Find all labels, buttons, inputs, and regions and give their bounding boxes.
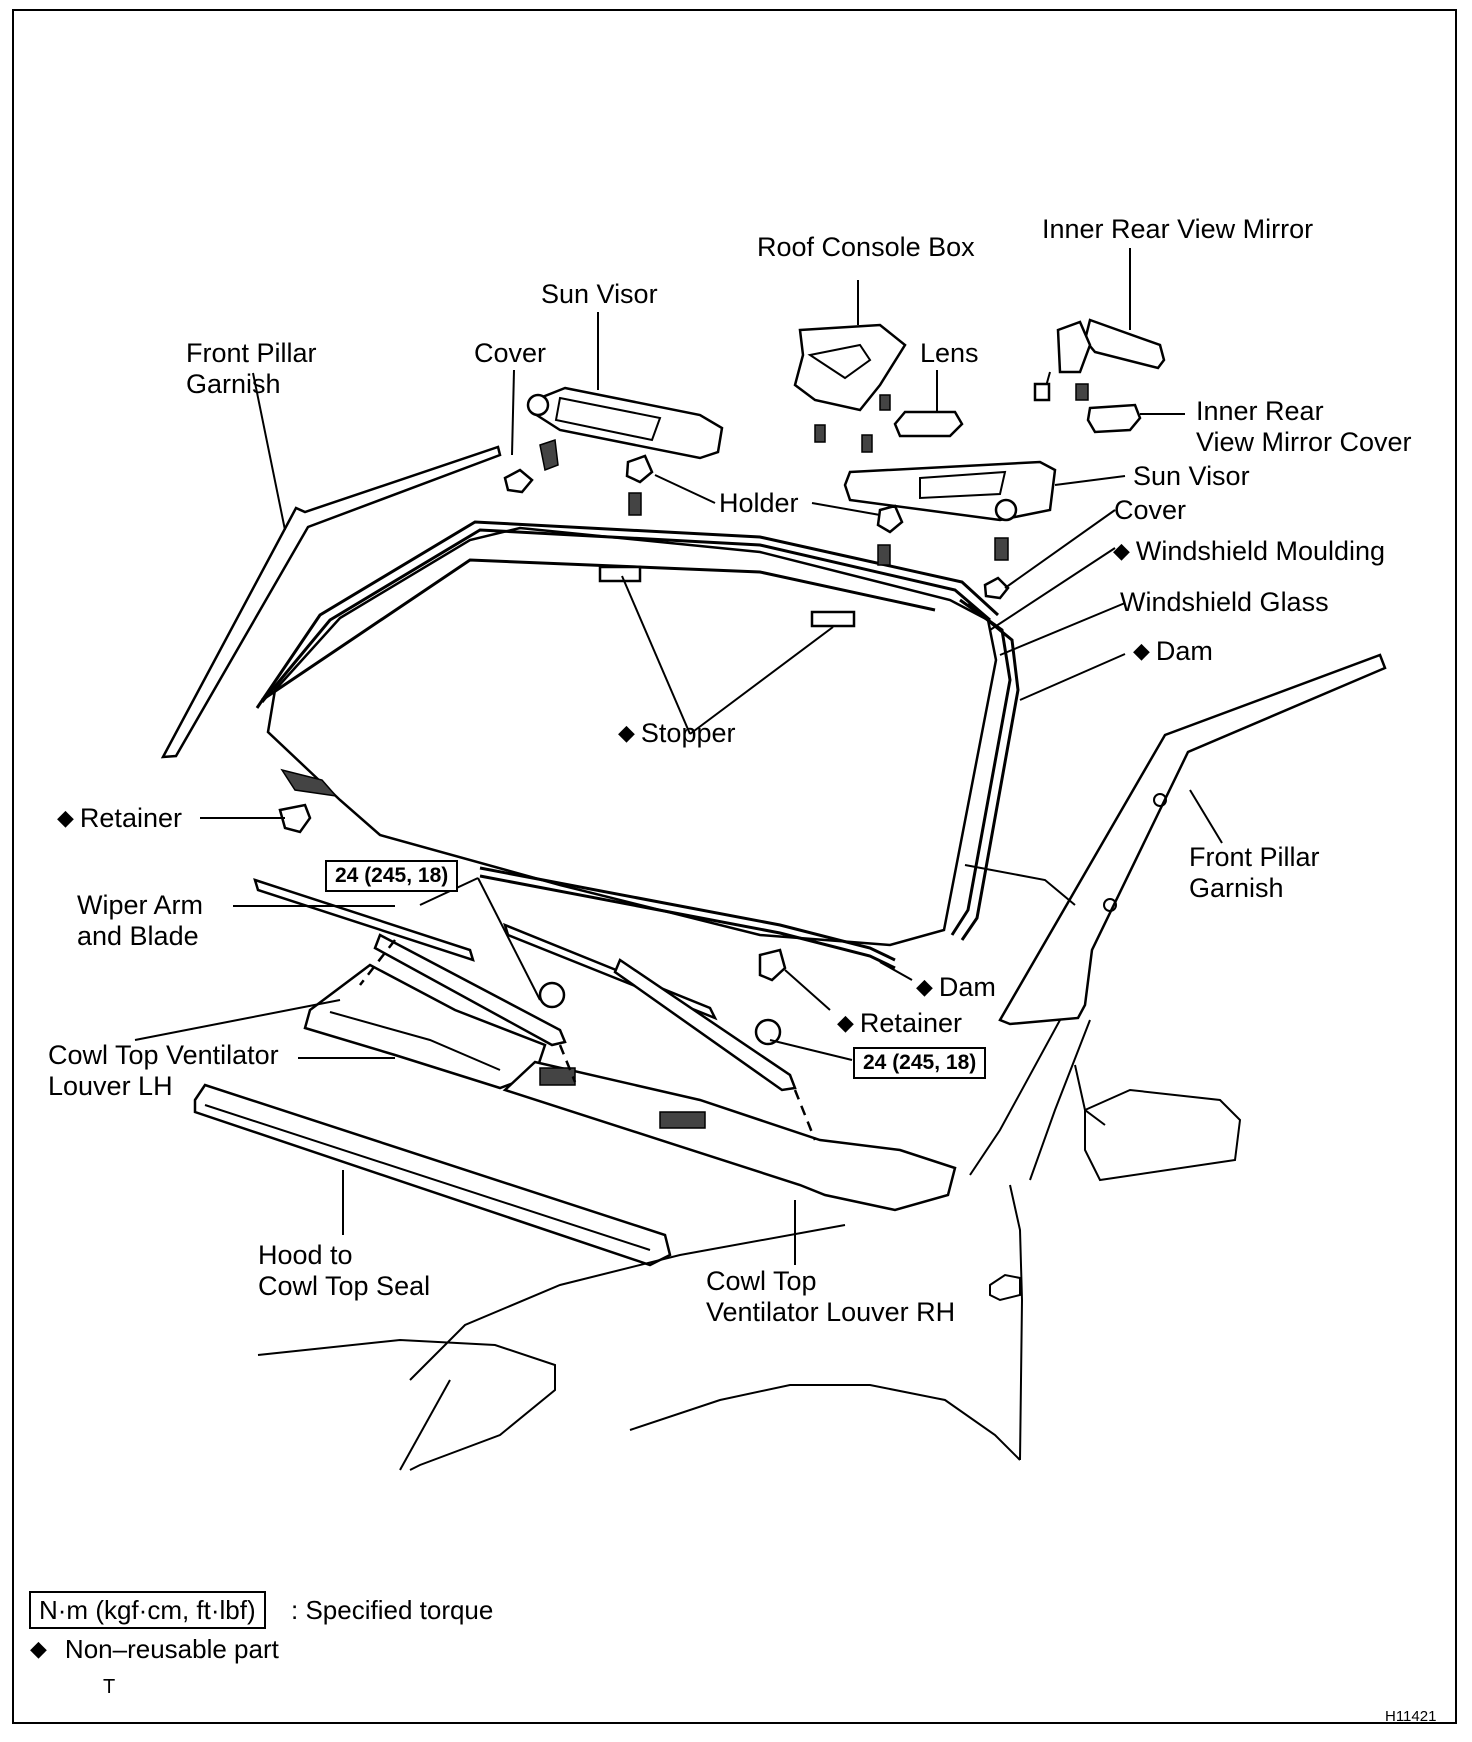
hood-to-cowl-top-seal-part: [193, 1083, 672, 1267]
label-front-pillar-garnish-left: Front Pillar Garnish: [186, 338, 317, 399]
guide-line: [558, 1044, 577, 1083]
label-lens: Lens: [920, 338, 979, 368]
non-reusable-icon: ◆: [30, 1636, 47, 1661]
diagram-frame: [12, 9, 1457, 1724]
leader-lines: [134, 248, 1223, 1265]
label-cowl-top-ventilator-louver-lh: Cowl Top Ventilator Louver LH: [48, 1040, 279, 1101]
guide-line: [359, 939, 396, 986]
label-text: Retainer: [79, 803, 182, 833]
label-retainer-left: ◆Retainer: [57, 802, 182, 834]
cowl-top-ventilator-louver-lh-part: [303, 963, 547, 1090]
retainer-left-part: [278, 803, 312, 834]
label-stopper: ◆Stopper: [618, 717, 736, 749]
label-holder: Holder: [719, 488, 799, 518]
label-cover-left: Cover: [474, 338, 547, 368]
label-text: Stopper: [640, 718, 736, 748]
non-reusable-icon: ◆: [916, 974, 933, 999]
label-cowl-top-ventilator-louver-rh: Cowl Top Ventilator Louver RH: [706, 1266, 956, 1327]
sun-visor-right-part: [843, 460, 1057, 522]
front-pillar-garnish-right-part: [998, 653, 1387, 1026]
label-retainer-right: ◆Retainer: [837, 1007, 962, 1039]
label-front-pillar-garnish-right: Front Pillar Garnish: [1189, 842, 1320, 903]
wiper-arm-and-blade-right-part: [503, 922, 797, 1092]
non-reusable-icon: ◆: [1133, 638, 1150, 663]
figure-id: H11421: [1385, 1708, 1437, 1725]
label-text: Windshield Moulding: [1135, 536, 1386, 566]
guide-line: [793, 1089, 817, 1141]
label-cover-right: Cover: [1114, 495, 1187, 525]
legend-non-reusable-text: Non–reusable part: [64, 1634, 279, 1664]
front-pillar-garnish-left-part: [160, 445, 502, 759]
non-reusable-icon: ◆: [1113, 538, 1130, 563]
label-wiper-arm-and-blade: Wiper Arm and Blade: [77, 890, 204, 951]
label-text: Dam: [1155, 636, 1213, 666]
wiper-arm-and-blade-left-part: [253, 878, 567, 1047]
label-windshield-moulding: ◆Windshield Moulding: [1113, 535, 1385, 567]
cowl-top-ventilator-louver-rh-part: [502, 1060, 957, 1212]
label-sun-visor-left: Sun Visor: [541, 279, 658, 309]
holder-left-part: [625, 454, 654, 516]
inner-rear-view-mirror-cover-part: [1086, 403, 1142, 434]
non-reusable-icon: ◆: [57, 805, 74, 830]
legend-note: T: [103, 1676, 116, 1698]
roof-console-box-part: [793, 323, 907, 453]
legend-non-reusable: ◆ Non–reusable part: [30, 1633, 279, 1665]
lens-part: [893, 410, 964, 438]
inner-rear-view-mirror-part: [1033, 318, 1166, 402]
windshield-assembly: [255, 520, 1020, 970]
label-windshield-glass: Windshield Glass: [1120, 587, 1329, 617]
label-sun-visor-right: Sun Visor: [1133, 461, 1250, 491]
label-text: Retainer: [859, 1008, 962, 1038]
car-body-outline: [257, 864, 1242, 1471]
torque-box-right: 24 (245, 18): [853, 1047, 987, 1079]
label-inner-rear-view-mirror-cover: Inner Rear View Mirror Cover: [1196, 396, 1412, 457]
torque-box-left: 24 (245, 18): [325, 860, 459, 892]
label-roof-console-box: Roof Console Box: [757, 232, 975, 262]
label-hood-to-cowl-top-seal: Hood to Cowl Top Seal: [258, 1240, 431, 1301]
legend-torque-text: : Specified torque: [291, 1595, 494, 1625]
label-text: Dam: [938, 972, 996, 1002]
label-inner-rear-view-mirror: Inner Rear View Mirror: [1042, 214, 1314, 244]
non-reusable-icon: ◆: [618, 720, 635, 745]
label-dam-upper: ◆Dam: [1133, 635, 1213, 667]
sun-visor-left-part: [503, 386, 724, 494]
non-reusable-icon: ◆: [837, 1010, 854, 1035]
legend-torque-units: N·m (kgf·cm, ft·lbf): [29, 1591, 266, 1629]
label-dam-lower: ◆Dam: [916, 971, 996, 1003]
holder-right-part: [876, 504, 1010, 600]
retainer-right-part: [758, 948, 787, 982]
